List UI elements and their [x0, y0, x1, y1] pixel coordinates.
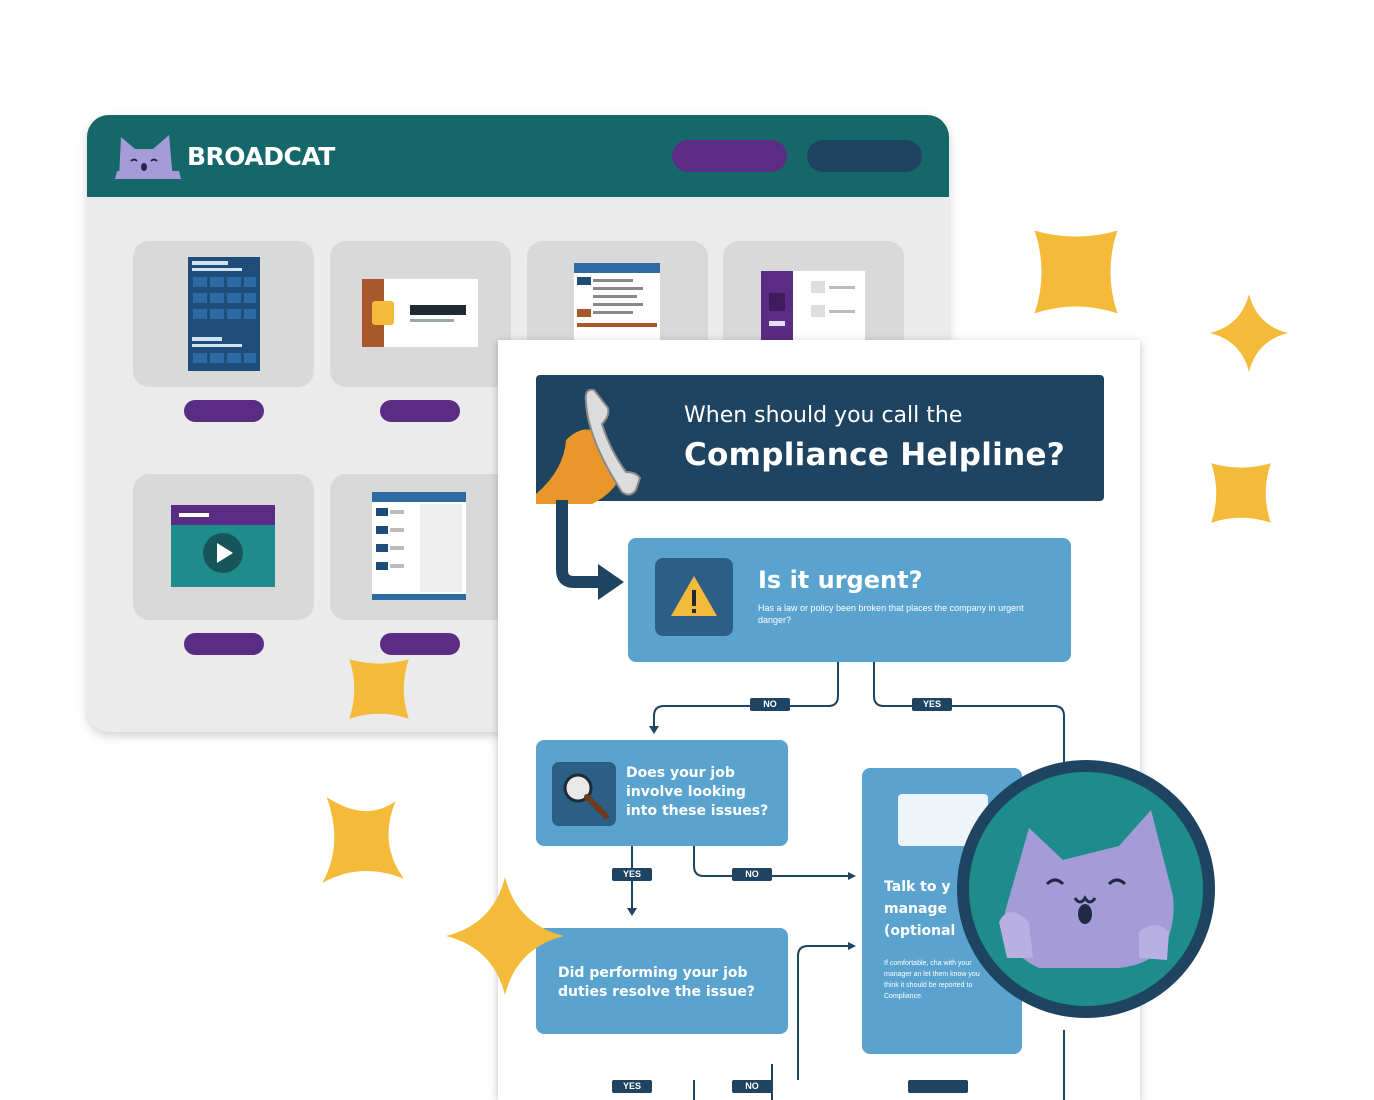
tile-label-pill — [184, 633, 264, 655]
urgent-text: Has a law or policy been broken that pla… — [758, 603, 1024, 625]
course-thumbnail — [171, 505, 275, 587]
resolve-question-box: Did performing your job duties resolve t… — [536, 928, 788, 1034]
yes-label: YES — [912, 698, 952, 711]
window-header: BROADCAT — [87, 115, 949, 197]
no-label: NO — [732, 868, 772, 881]
course-tile[interactable] — [330, 241, 511, 387]
magnifier-icon — [552, 762, 616, 826]
no-label: NO — [750, 698, 790, 711]
job-question: Does your job involve looking into these… — [626, 765, 769, 819]
phone-handset-icon — [536, 388, 642, 504]
sparkle-star-icon — [446, 877, 564, 995]
tile-label-pill — [380, 633, 460, 655]
cat-mascot-badge — [957, 760, 1215, 1018]
course-thumbnail — [362, 279, 478, 347]
course-thumbnail — [372, 492, 466, 600]
flow-label — [908, 1080, 968, 1093]
course-thumbnail — [574, 263, 660, 343]
yes-label: YES — [612, 1080, 652, 1093]
flyer-title: Compliance Helpline? — [684, 437, 1066, 473]
cat-mascot-icon — [999, 810, 1174, 968]
sparkle-star-icon — [322, 797, 404, 883]
brand-name: BROADCAT — [187, 142, 335, 171]
flyer-subtitle: When should you call the — [684, 403, 963, 428]
yes-label: YES — [612, 868, 652, 881]
urgent-question-box: Is it urgent? Has a law or policy been b… — [628, 538, 1071, 662]
play-icon — [217, 543, 233, 563]
course-thumbnail — [188, 257, 260, 371]
job-question-box: Does your job involve looking into these… — [536, 740, 788, 846]
manager-title: Talk to y manage (optional — [884, 879, 956, 939]
urgent-title: Is it urgent? — [758, 566, 923, 594]
sparkle-star-icon — [1034, 230, 1118, 314]
tile-label-pill — [184, 400, 264, 422]
no-label: NO — [732, 1080, 772, 1093]
resolve-question: Did performing your job duties resolve t… — [558, 965, 755, 1000]
sparkle-star-icon — [349, 659, 409, 719]
flyer-header: When should you call the Compliance Help… — [536, 375, 1104, 501]
sparkle-star-icon — [1211, 463, 1271, 523]
header-button-primary[interactable] — [672, 140, 787, 172]
warning-icon — [655, 558, 733, 636]
manager-text: If comfortable, cha with your manager an… — [884, 960, 980, 1000]
course-tile[interactable] — [330, 474, 511, 620]
tile-label-pill — [380, 400, 460, 422]
sparkle-star-icon — [1210, 294, 1288, 372]
course-tile[interactable] — [133, 241, 314, 387]
helpline-flyer: When should you call the Compliance Help… — [498, 340, 1140, 1100]
cat-logo-icon — [115, 135, 181, 179]
flow-arrow — [556, 500, 624, 600]
course-thumbnail — [761, 271, 865, 341]
course-tile[interactable] — [133, 474, 314, 620]
header-button-secondary[interactable] — [807, 140, 922, 172]
